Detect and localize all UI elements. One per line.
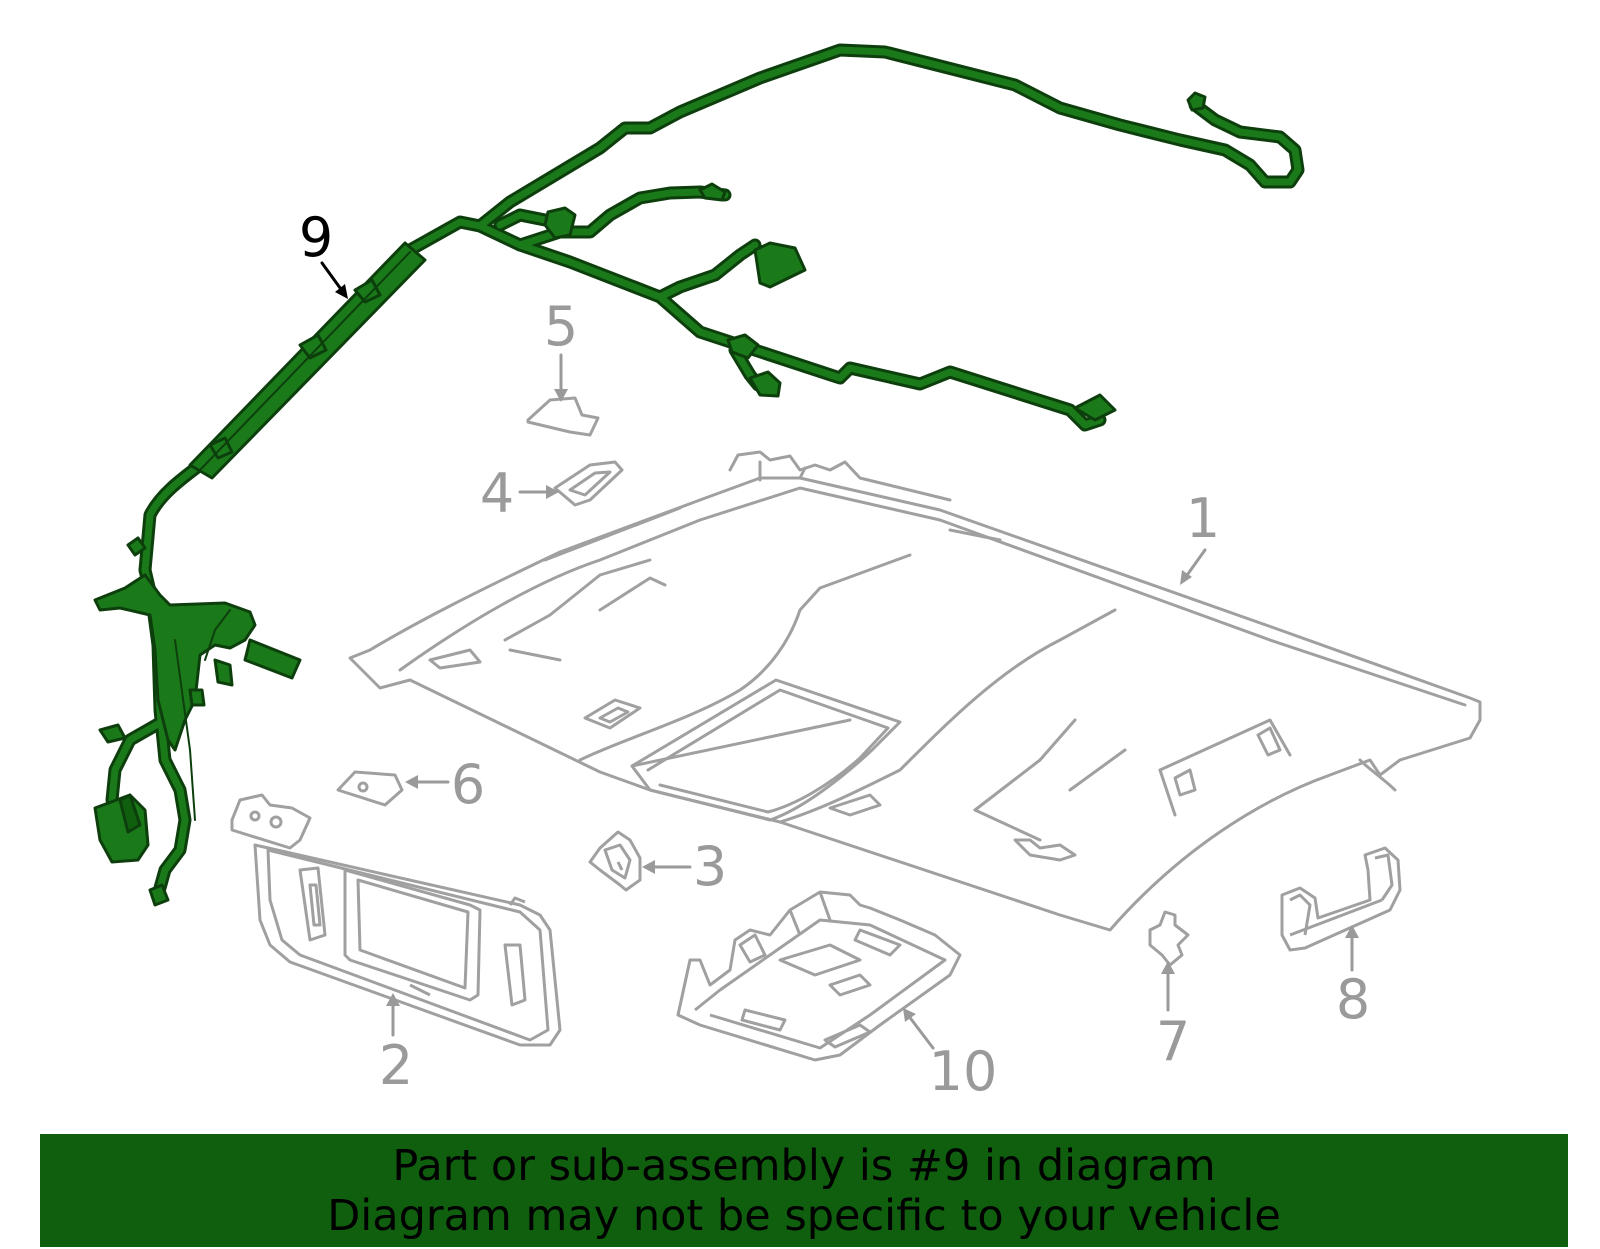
callout-4: 4: [480, 462, 514, 525]
bracket-part-5: [526, 396, 600, 437]
notice-banner: Part or sub-assembly is #9 in diagram Di…: [40, 1134, 1568, 1247]
banner-line-1: Part or sub-assembly is #9 in diagram: [392, 1140, 1216, 1191]
pad-part-4: [553, 460, 624, 507]
sun-visor-part-2: [230, 793, 562, 1047]
callout-6: 6: [451, 753, 485, 816]
callout-1: 1: [1186, 487, 1220, 550]
leader-line-9: [320, 261, 348, 299]
harness-connectors: [93, 91, 1207, 907]
harness-detail-lines: [174, 251, 411, 821]
banner-line-2: Diagram may not be specific to your vehi…: [327, 1190, 1281, 1241]
callout-2: 2: [379, 1034, 413, 1097]
pad-part-6: [336, 770, 404, 807]
roof-wiring-harness-part-9: [93, 43, 1305, 907]
retainer-part-7: [1148, 910, 1190, 967]
callout-5: 5: [544, 295, 578, 358]
leader-lines-gray: [391, 353, 1354, 1050]
callout-3: 3: [693, 835, 727, 898]
callout-9: 9: [299, 206, 333, 269]
callout-7: 7: [1156, 1010, 1190, 1073]
harness-outline: [105, 43, 1305, 902]
callout-10: 10: [929, 1040, 998, 1103]
headliner-part-1: [348, 450, 1482, 932]
leader-arrowheads-gray: [386, 389, 1359, 1022]
overhead-console-part-10: [676, 890, 962, 1062]
clip-part-3: [588, 830, 642, 892]
callout-8: 8: [1336, 968, 1370, 1031]
grab-handle-part-8: [1280, 846, 1402, 952]
harness-fill: [108, 46, 1302, 899]
